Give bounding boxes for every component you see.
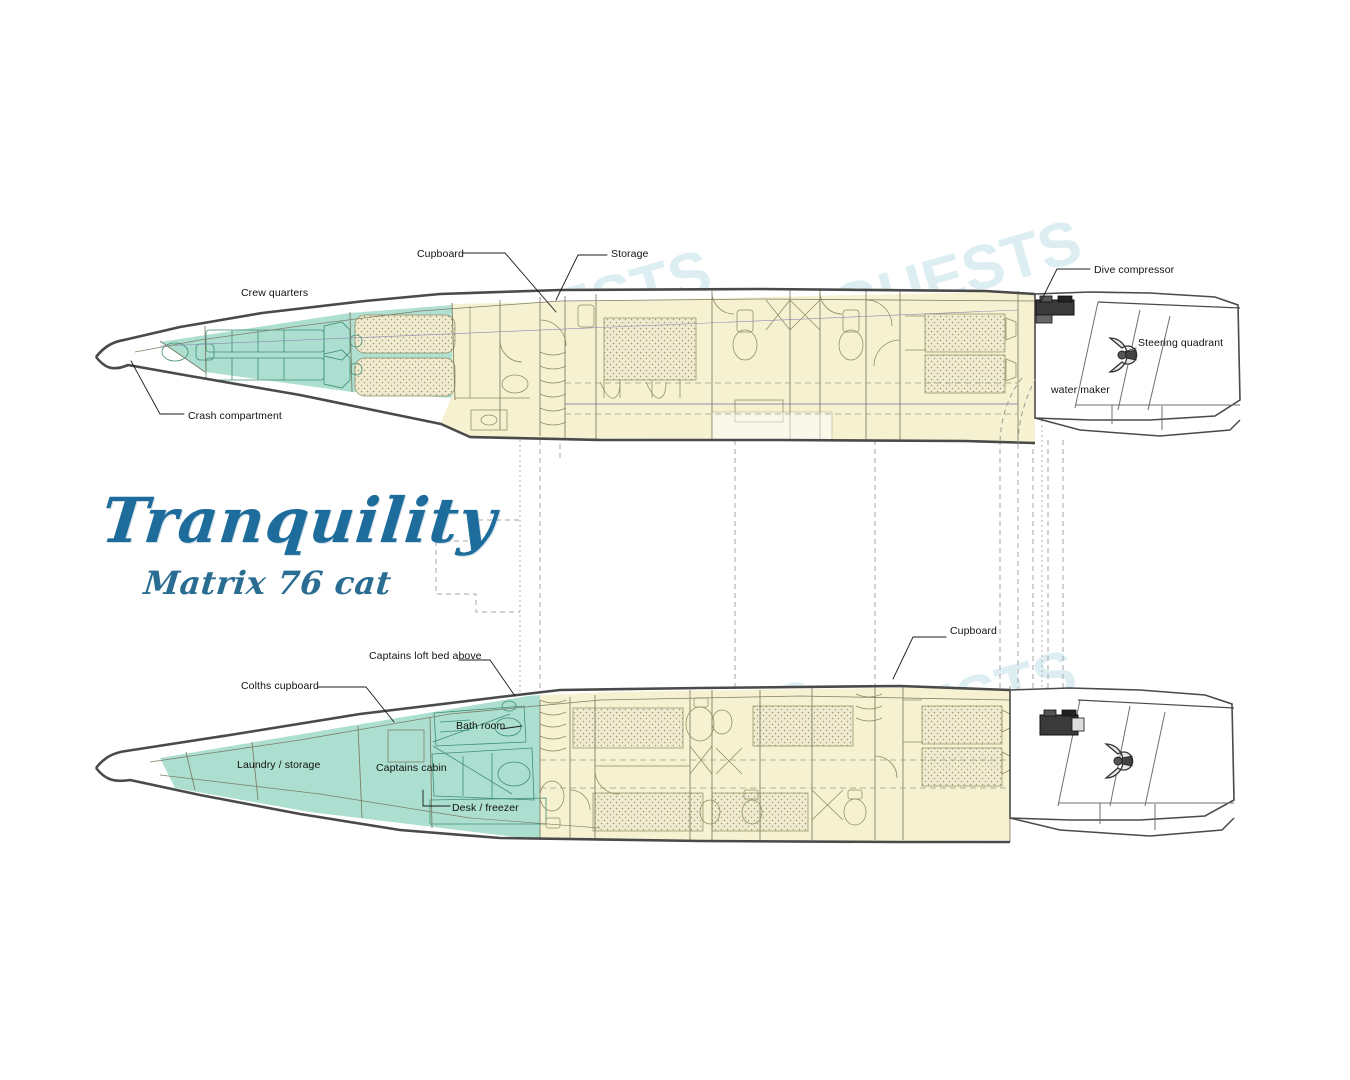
upper-berths [354,313,1006,397]
callout-laundry-storage: Laundry / storage [237,759,321,771]
leader-cupboard-lower [892,636,947,680]
leader-desk-freezer [422,789,451,807]
upper-stern-assembly [999,291,1241,446]
callout-leaders [130,252,1137,807]
lower-stern-assembly [1009,687,1235,837]
steering-quadrant-icon-lower [1104,743,1134,779]
lower-hull-sheerline [94,684,1011,769]
upper-hull [94,287,1241,446]
callout-water-maker: water maker [1051,384,1110,396]
dive-compressor-icon-lower [1039,709,1085,736]
leader-steering-quadrant [1123,347,1137,353]
callout-captains-loft-bed: Captains loft bed above [369,650,482,662]
upper-partitions [159,290,1019,441]
callout-storage: Storage [611,248,649,260]
callout-crew-quarters: Crew quarters [241,287,309,299]
upper-ref-solid [159,309,1019,405]
lower-hull-waterline [94,767,1010,844]
upper-guest-zone [440,291,1035,443]
callout-captains-cabin: Captains cabin [376,762,447,774]
upper-ref-dashed [565,382,1018,415]
leader-cupboard-upper [462,252,557,313]
lower-crew-zone [160,694,540,840]
leader-crash-compartment [130,360,185,415]
callout-cupboard-lower: Cupboard [950,625,997,637]
callout-colths-cupboard: Colths cupboard [241,680,319,692]
callout-desk-freezer: Desk / freezer [452,802,519,814]
upper-stern-body [1034,291,1241,421]
dive-compressor-icon [1035,295,1075,324]
leader-dive-compressor [1039,268,1091,304]
callout-dive-compressor: Dive compressor [1094,264,1175,276]
captains-cabin-detail [429,700,547,825]
upper-interior-details [455,291,1017,441]
callout-cupboard-upper: Cupboard [417,248,464,260]
lower-hull-inner-line [149,695,1011,763]
leader-colths-cupboard [317,686,395,723]
leader-captains-loft-bed [458,659,516,697]
upper-hull-waterline [94,356,1036,445]
leader-bath-room [500,725,523,730]
upper-hull-inner-line [134,298,1036,353]
callout-crash-compartment: Crash compartment [188,410,282,422]
lower-ref-dashed [540,759,1010,789]
callout-steering-quadrant: Steering quadrant [1138,337,1224,349]
lower-hull [94,684,1235,844]
leader-storage [555,254,608,301]
callout-bath-room: Bath room [456,720,506,732]
steering-quadrant-icon [1108,337,1138,373]
water-maker-outline [999,377,1037,446]
lower-berths [572,705,1003,832]
